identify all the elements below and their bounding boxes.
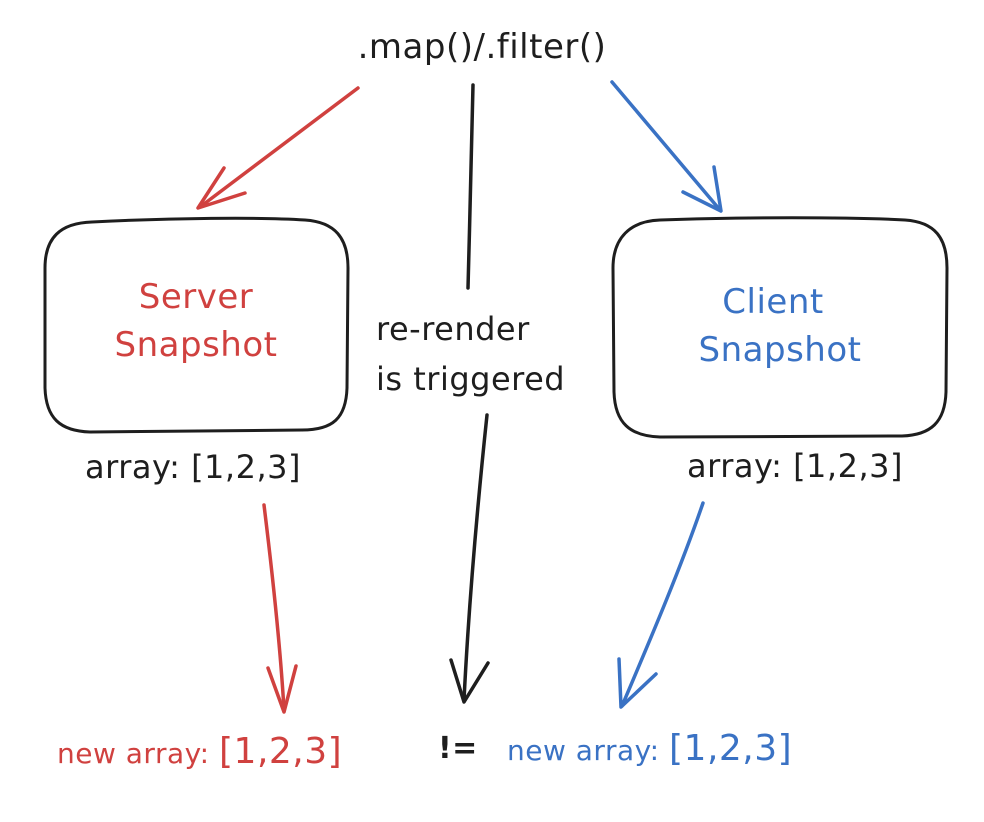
- server-array-label: array: [1,2,3]: [85, 448, 301, 486]
- client-new-array-prefix: new array:: [507, 734, 669, 767]
- server-new-array: new array: [1,2,3]: [57, 730, 342, 773]
- arrow-rerender-to-operator-head: [449, 658, 490, 704]
- server-new-array-value: [1,2,3]: [219, 731, 343, 772]
- client-snapshot-title-line2: Snapshot: [698, 330, 862, 370]
- server-snapshot-title-line1: Server: [138, 277, 254, 317]
- server-snapshot-box: [43, 216, 350, 434]
- client-new-array-value: [1,2,3]: [669, 728, 793, 769]
- arrow-map-to-server: [198, 86, 360, 209]
- arrow-map-to-client-head: [681, 165, 723, 213]
- rerender-label-line2: is triggered: [376, 360, 566, 398]
- arrow-client-array-to-new-array: [620, 501, 705, 708]
- client-snapshot-title-line1: Client: [722, 282, 824, 322]
- arrow-map-to-client: [610, 80, 722, 212]
- arrow-server-array-to-new-array-head: [266, 664, 298, 714]
- arrow-server-array-to-new-array: [262, 503, 286, 712]
- server-snapshot-title-line2: Snapshot: [114, 325, 278, 365]
- not-equal-operator: !=: [438, 731, 478, 766]
- map-filter-label: .map()/.filter(): [357, 27, 607, 67]
- line-map-to-rerender: [466, 83, 475, 290]
- client-snapshot-box: [611, 216, 949, 439]
- server-new-array-prefix: new array:: [57, 737, 219, 770]
- arrow-rerender-to-operator: [462, 413, 489, 702]
- client-array-label: array: [1,2,3]: [687, 447, 903, 485]
- arrow-map-to-server-head: [196, 166, 247, 210]
- client-new-array: new array: [1,2,3]: [507, 727, 792, 770]
- arrow-client-array-to-new-array-head: [617, 657, 658, 709]
- rerender-label-line1: re-render: [376, 310, 530, 348]
